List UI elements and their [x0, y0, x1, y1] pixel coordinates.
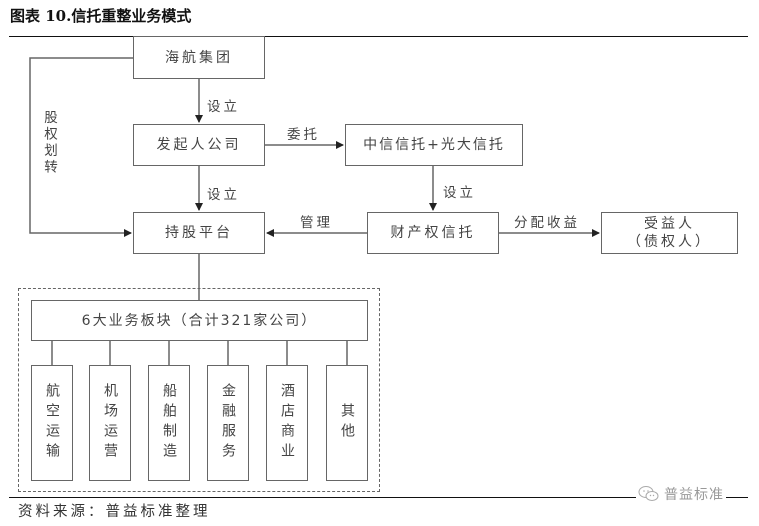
segment-box: 其他 [326, 365, 368, 481]
segment-box: 金融服务 [207, 365, 249, 481]
figure-title: 图表 10.信托重整业务模式 [10, 7, 192, 25]
node-property-trust: 财产权信托 [367, 212, 499, 254]
node-holding-platform: 持股平台 [133, 212, 265, 254]
edge-label-entrust: 委托 [287, 127, 320, 143]
node-trustees: 中信信托+光大信托 [345, 124, 523, 166]
bottom-rule [9, 497, 748, 498]
edge-label-manage: 管理 [300, 215, 333, 231]
segment-label: 其他 [339, 403, 355, 443]
edge-label-equity-transfer: 股权划转 [41, 110, 57, 176]
segment-box: 机场运营 [89, 365, 131, 481]
edge-label-distribute: 分配收益 [514, 215, 580, 231]
edge-label-setup-1: 设立 [207, 99, 240, 115]
node-label: 6大业务板块（合计321家公司） [81, 312, 318, 329]
edge-label-setup-2: 设立 [207, 187, 240, 203]
segment-label: 机场运营 [102, 383, 118, 463]
segment-box: 航空运输 [31, 365, 73, 481]
node-label: 受益人 [644, 216, 695, 232]
segments-group [18, 288, 380, 492]
node-label: 持股平台 [165, 225, 233, 241]
watermark: 普益标准 [636, 484, 726, 504]
node-label-sub: （债权人） [627, 234, 712, 250]
equity-transfer-arrow [29, 57, 133, 237]
node-hna-group: 海航集团 [133, 36, 265, 79]
wechat-icon [638, 486, 659, 501]
node-label: 发起人公司 [156, 137, 242, 153]
node-label: 中信信托+光大信托 [363, 137, 505, 153]
source-note: 资料来源：普益标准整理 [18, 504, 211, 520]
node-label: 财产权信托 [390, 225, 476, 241]
segment-box: 船舶制造 [148, 365, 190, 481]
segment-label: 航空运输 [44, 383, 60, 463]
node-label: 海航集团 [165, 49, 233, 66]
edge-label-setup-3: 设立 [443, 185, 476, 201]
node-sponsor-company: 发起人公司 [133, 124, 265, 166]
segment-label: 酒店商业 [279, 383, 295, 463]
segment-label: 船舶制造 [161, 383, 177, 463]
node-beneficiary: 受益人 （债权人） [601, 212, 738, 254]
segment-box: 酒店商业 [266, 365, 308, 481]
node-segments-header: 6大业务板块（合计321家公司） [31, 300, 368, 341]
top-rule [9, 36, 748, 37]
segment-label: 金融服务 [220, 383, 236, 463]
watermark-text: 普益标准 [664, 487, 724, 503]
